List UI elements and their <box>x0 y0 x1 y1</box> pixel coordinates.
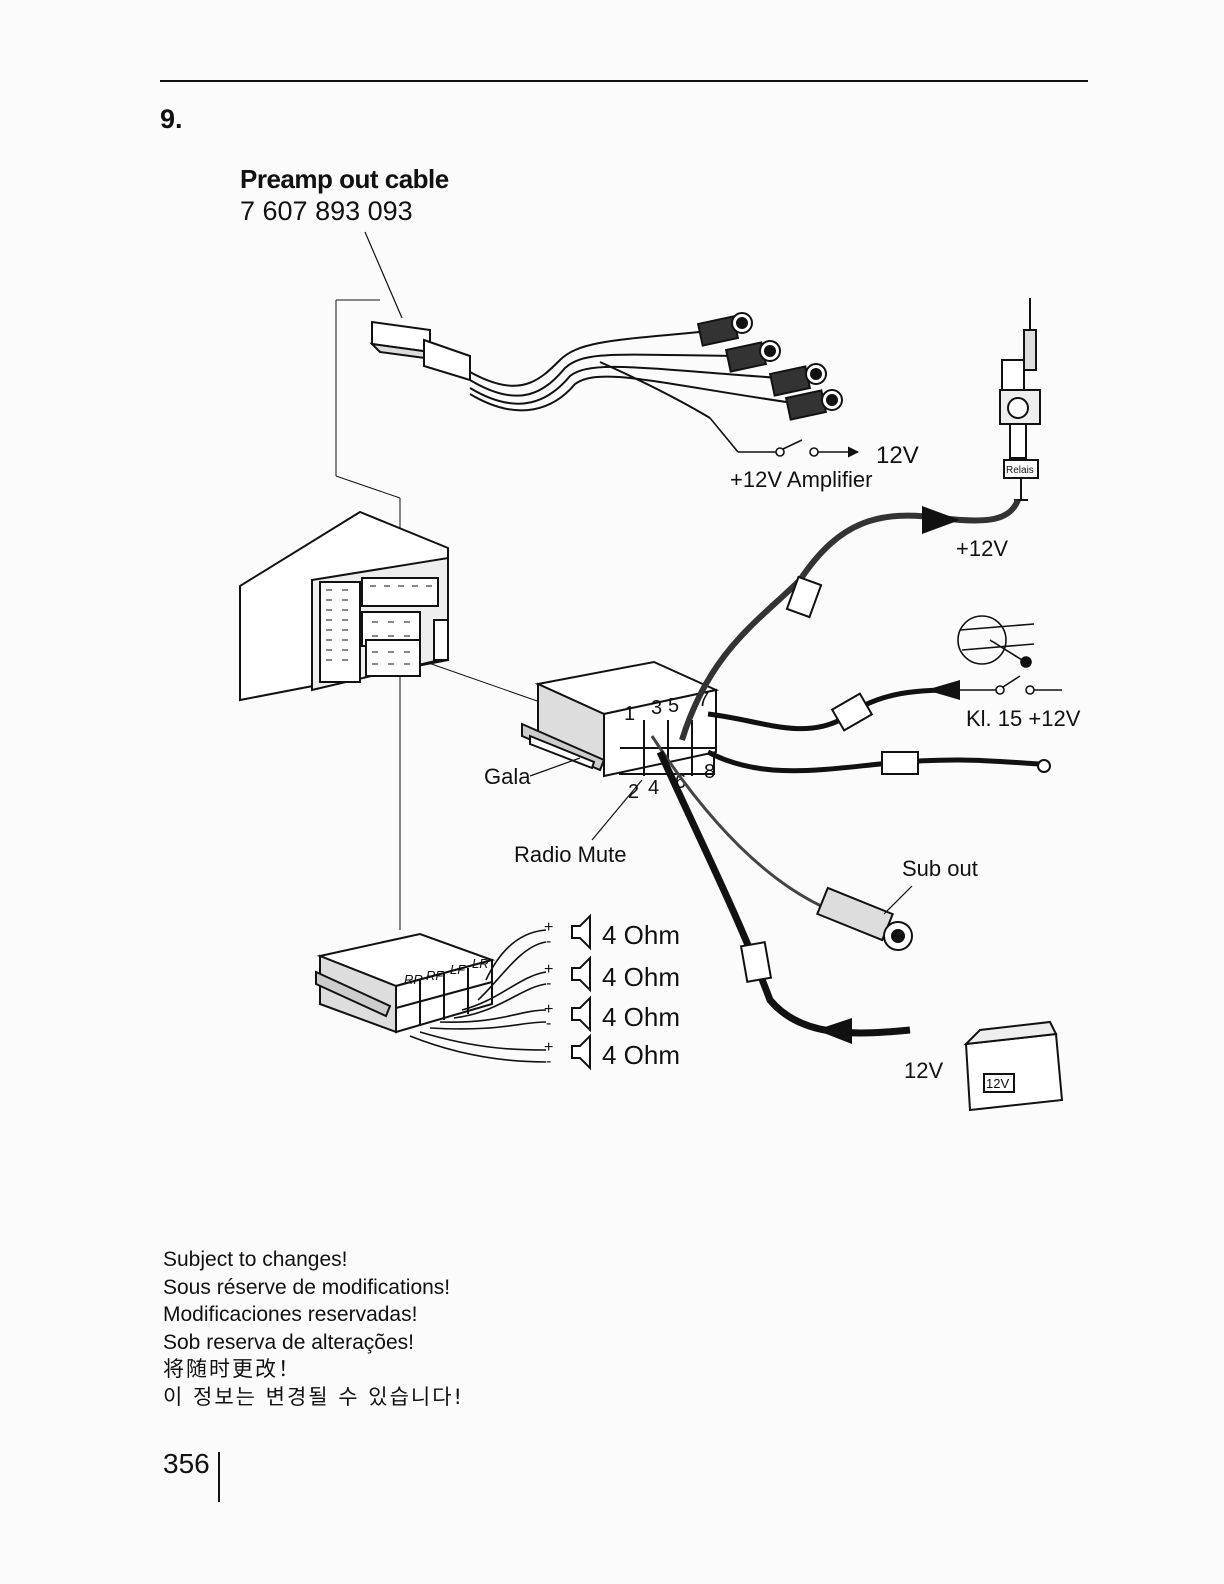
note-es: Modificaciones reservadas! <box>163 1303 418 1326</box>
channel-lr: LR <box>472 956 489 971</box>
ignition-arrow <box>926 680 960 700</box>
page-number-bar <box>218 1452 220 1502</box>
amplifier-label: +12V Amplifier <box>730 467 872 492</box>
battery-wire <box>656 750 911 1037</box>
svg-text:+: + <box>544 1039 553 1056</box>
pin-8: 8 <box>704 761 715 783</box>
speaker-connector <box>315 932 496 1034</box>
antenna-arrow <box>922 506 960 534</box>
sub-out-pointer <box>883 885 913 915</box>
speaker-2: + - 4 Ohm <box>544 955 680 993</box>
ignition-fuse <box>830 692 874 732</box>
battery-fuse <box>739 941 773 983</box>
antenna-relay-label: Relais <box>1006 465 1034 476</box>
ignition-label: Kl. 15 +12V <box>966 706 1081 731</box>
speaker-2-impedance: 4 Ohm <box>602 962 680 992</box>
pin-7: 7 <box>698 689 709 711</box>
note-pt: Sob reserva de alterações! <box>163 1330 414 1354</box>
power-connector <box>521 660 720 778</box>
antenna-fuse <box>785 575 823 619</box>
speaker-3-impedance: 4 Ohm <box>602 1002 680 1032</box>
speaker-3: + - 4 Ohm <box>544 995 680 1033</box>
battery-arrow <box>816 1018 852 1044</box>
ignition-key <box>957 615 1035 668</box>
preamp-cable-wires <box>469 329 801 419</box>
disclaimer-notes: Subject to changes! Sous réserve de modi… <box>163 1246 464 1411</box>
amplifier-12v-label: 12V <box>876 442 919 469</box>
svg-text:+: + <box>544 1001 553 1018</box>
ground-connector <box>881 751 919 775</box>
power-antenna <box>999 298 1041 501</box>
pin-1: 1 <box>624 703 635 725</box>
preamp-cable-part-number: 7 607 893 093 <box>240 196 413 226</box>
ignition-switch <box>960 675 1062 695</box>
radio-mute-pointer <box>591 779 643 841</box>
ground-wire <box>706 749 1041 774</box>
battery <box>963 1020 1064 1112</box>
note-ko: 이 정보는 변경될 수 있습니다! <box>163 1384 464 1409</box>
power-pin-labels: 1 3 5 7 2 4 6 8 <box>624 689 715 803</box>
channel-lf: LF <box>450 962 466 977</box>
svg-text:-: - <box>546 933 551 950</box>
ground-terminal <box>1037 759 1051 773</box>
pin-6: 6 <box>675 771 686 793</box>
svg-text:-: - <box>546 975 551 992</box>
pin-5: 5 <box>668 695 679 717</box>
channel-rr: RR <box>404 972 423 987</box>
channel-rf: RF <box>426 968 444 983</box>
preamp-cable-title: Preamp out cable <box>240 164 449 194</box>
top-rule <box>160 80 1088 82</box>
gala-label: Gala <box>484 764 531 789</box>
gala-pointer <box>529 757 581 777</box>
speakers: + - 4 Ohm + - 4 Ohm + - 4 Ohm + - 4 Ohm <box>544 913 680 1071</box>
speaker-wires <box>409 929 547 1063</box>
note-zh: 将随时更改！ <box>163 1357 301 1381</box>
page-number: 356 <box>163 1448 210 1479</box>
svg-text:-: - <box>546 1053 551 1070</box>
cable-pointer-line <box>364 231 403 319</box>
section-number: 9. <box>160 104 183 134</box>
speaker-1: + - 4 Ohm <box>544 913 680 951</box>
battery-inner-label: 12V <box>986 1076 1009 1091</box>
svg-text:-: - <box>546 1015 551 1032</box>
antenna-12v-label: +12V <box>956 536 1008 561</box>
radio-head-unit <box>239 510 449 702</box>
battery-label: 12V <box>904 1058 943 1083</box>
pin-2: 2 <box>628 781 639 803</box>
antenna-wire <box>679 498 1021 741</box>
speaker-4: + - 4 Ohm <box>544 1033 680 1071</box>
speaker-4-impedance: 4 Ohm <box>602 1040 680 1070</box>
speaker-channel-labels: RR RF LF LR <box>404 956 489 987</box>
note-fr: Sous réserve de modifications! <box>163 1275 451 1299</box>
sub-out-wire <box>650 735 831 912</box>
amplifier-switch <box>709 417 860 458</box>
radio-mute-label: Radio Mute <box>514 842 627 867</box>
rca-plugs <box>696 312 843 421</box>
preamp-connector <box>369 320 471 382</box>
svg-text:+: + <box>544 919 553 936</box>
note-en: Subject to changes! <box>163 1248 348 1271</box>
speaker-1-impedance: 4 Ohm <box>602 920 680 950</box>
svg-text:+: + <box>544 961 553 978</box>
sub-out-plug <box>816 886 913 951</box>
pin-4: 4 <box>648 777 659 799</box>
sub-out-label: Sub out <box>902 856 978 881</box>
pin-3: 3 <box>651 697 662 719</box>
